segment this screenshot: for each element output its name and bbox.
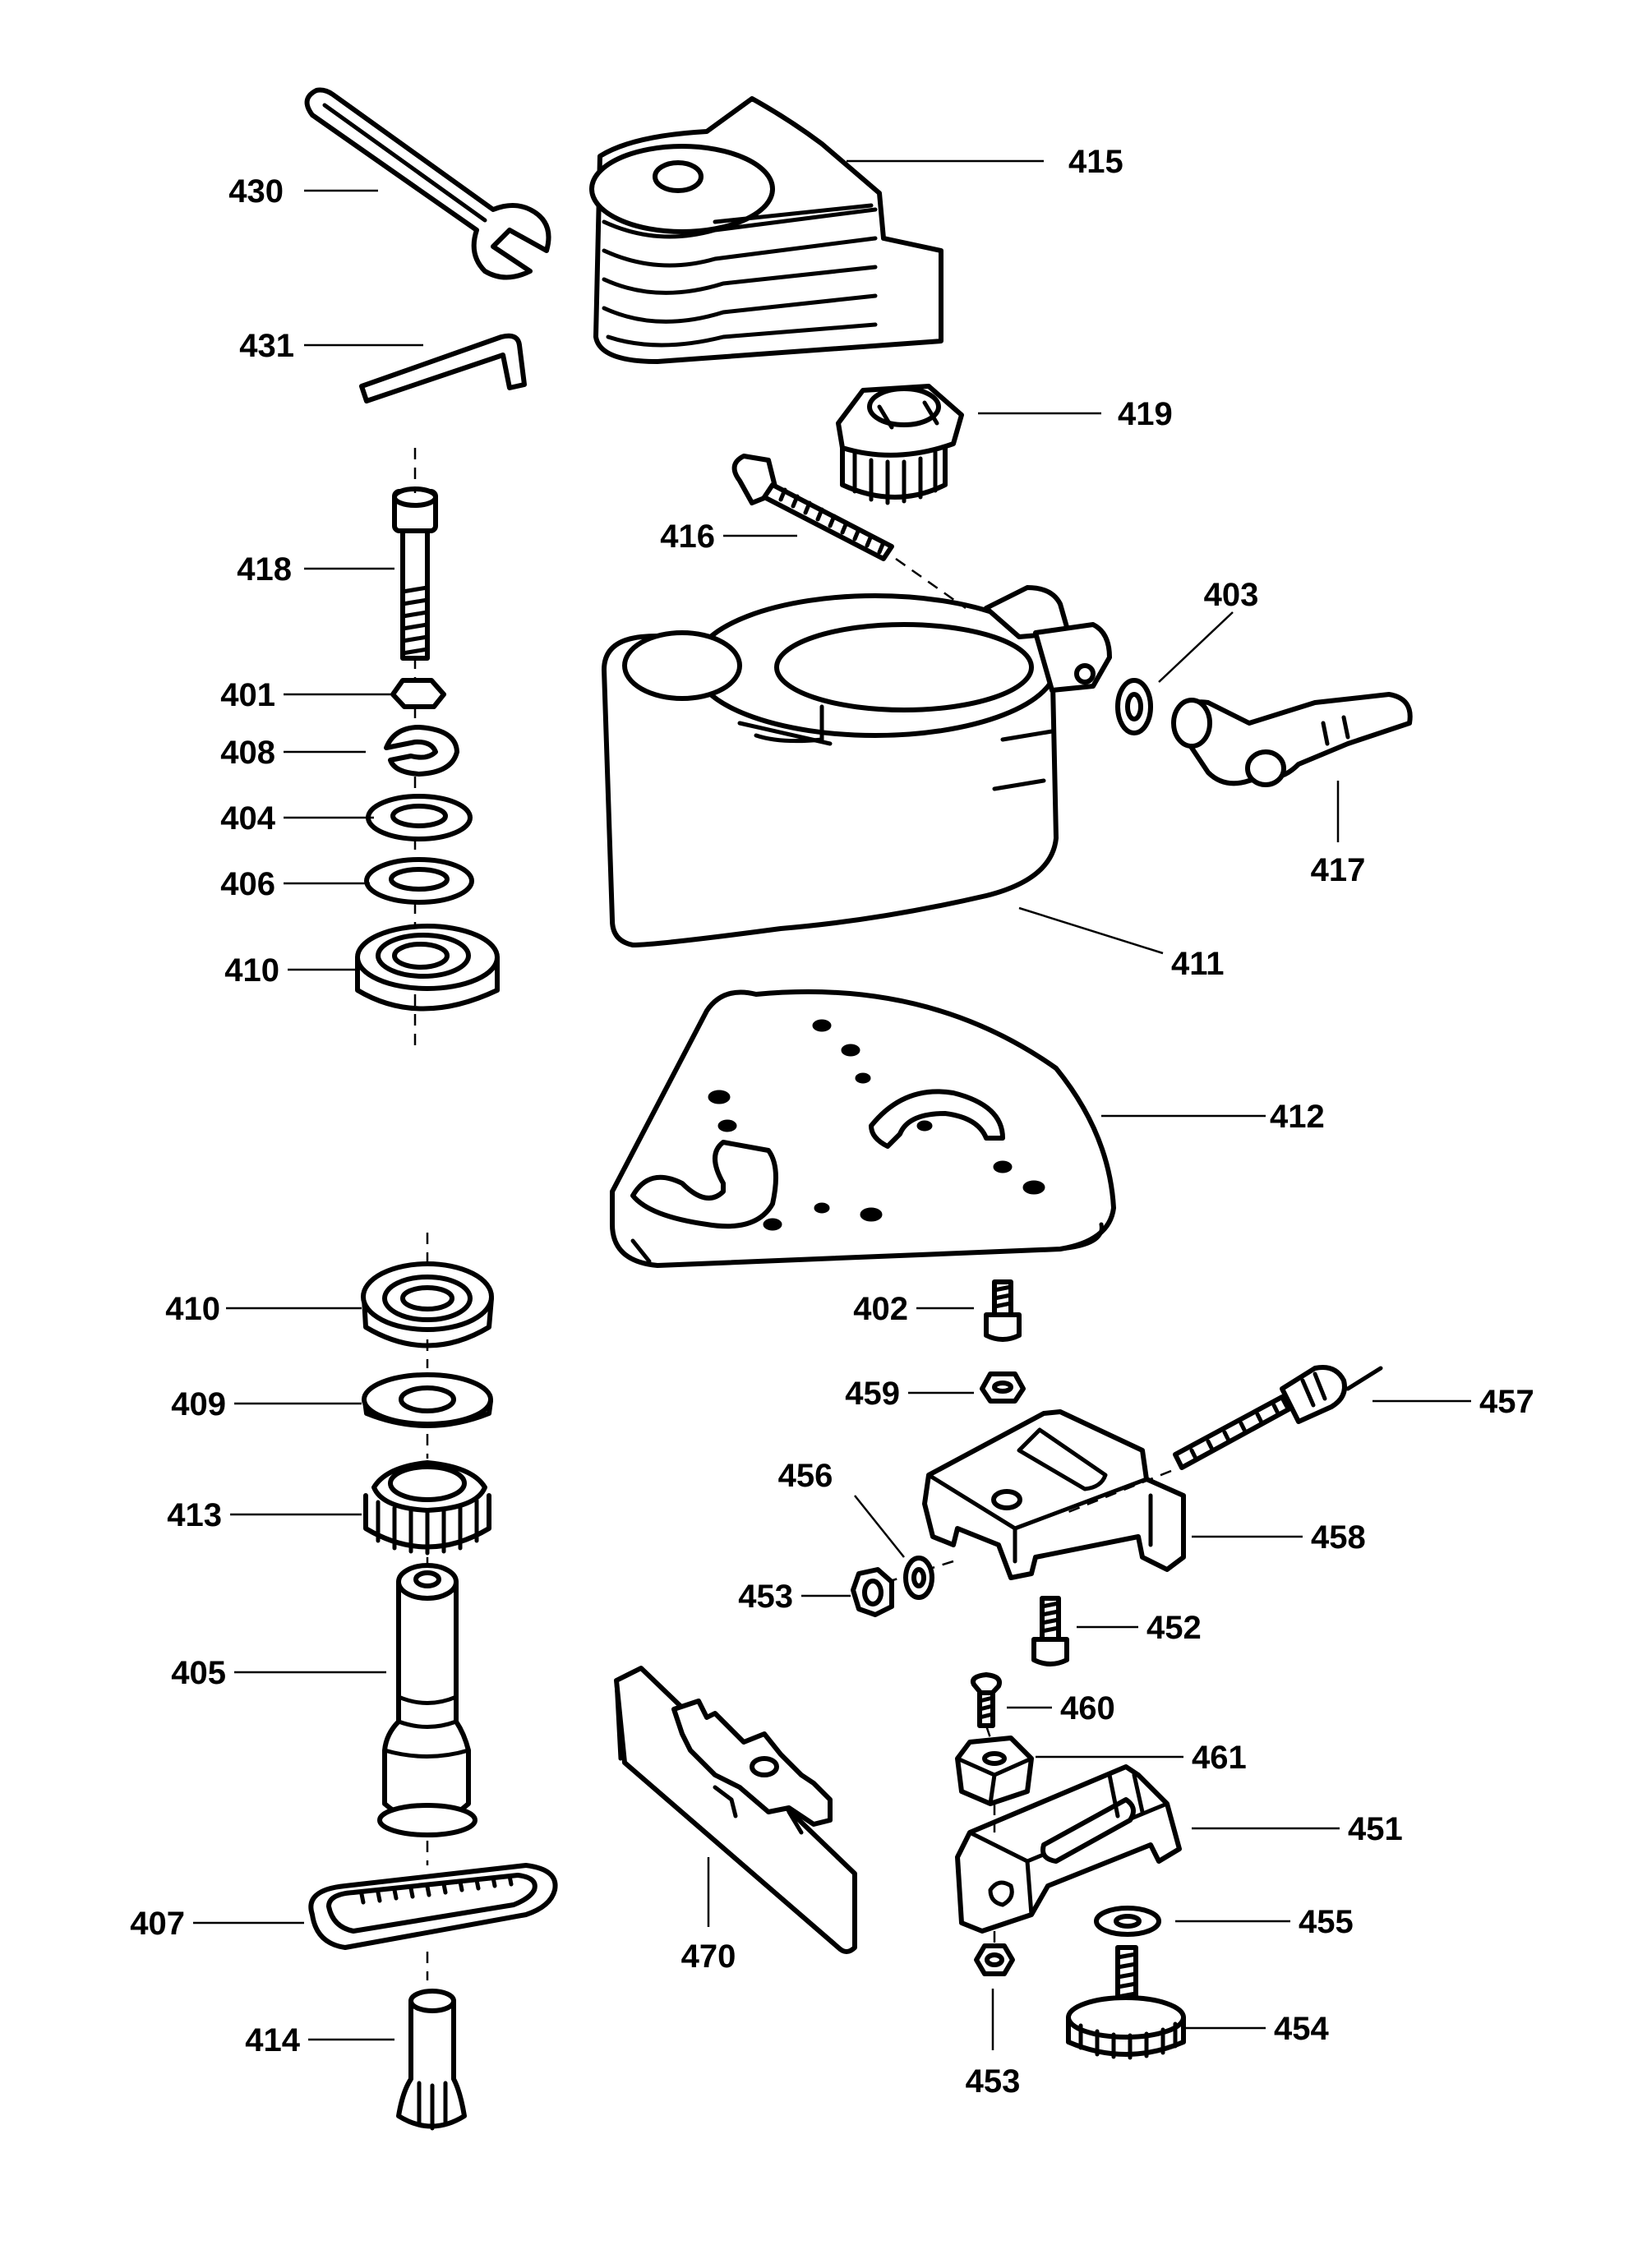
leader-line-c411 [1018, 906, 1164, 955]
callout-label-c411: 411 [1171, 946, 1225, 982]
callout-label-c430: 430 [228, 173, 284, 210]
callout-labels: 430 415 431 419 418 416 403 401 408 404 417 406 411 4… [130, 144, 1534, 2100]
leader-line-c456 [854, 1495, 905, 1558]
part-460-screw [971, 1672, 1002, 1728]
part-405-spindle [377, 1563, 477, 1837]
part-470-edge-guide [614, 1666, 857, 1954]
callout-label-c451: 451 [1348, 1811, 1403, 1847]
part-414-collet [396, 1989, 467, 2131]
callout-label-c457: 457 [1479, 1384, 1534, 1420]
callout-label-c406: 406 [220, 866, 275, 902]
callout-label-c401: 401 [220, 677, 275, 713]
callout-label-c470: 470 [681, 1938, 736, 1975]
callout-label-c454: 454 [1274, 2011, 1329, 2047]
callout-label-c415: 415 [1068, 144, 1123, 180]
part-413-gear [363, 1460, 491, 1556]
callout-label-c456: 456 [778, 1458, 833, 1494]
callout-label-c459: 459 [845, 1376, 900, 1412]
callout-label-c419: 419 [1118, 396, 1173, 432]
part-459-nut [980, 1371, 1026, 1404]
part-402-screw [984, 1279, 1022, 1342]
callout-label-c410b: 410 [165, 1291, 220, 1327]
callout-label-c413: 413 [167, 1497, 222, 1533]
part-455-washer [1094, 1906, 1161, 1937]
part-409-washer [362, 1372, 493, 1428]
callout-label-c453b: 453 [966, 2063, 1021, 2100]
part-411-housing [602, 585, 1112, 947]
axis-line-416 [895, 557, 967, 610]
part-430-wrench [304, 87, 551, 280]
part-415-cover [589, 96, 943, 364]
callout-label-c405: 405 [171, 1655, 226, 1691]
callout-label-c412: 412 [1270, 1099, 1325, 1135]
part-404-washer [366, 794, 473, 841]
callout-label-c431: 431 [239, 328, 294, 364]
part-457-adjust-screw [1173, 1365, 1383, 1470]
callout-label-c455: 455 [1299, 1904, 1354, 1940]
axis-line-guide [985, 1725, 996, 1952]
part-407-belt [308, 1863, 558, 1950]
callout-label-c418: 418 [237, 551, 292, 588]
leader-line-c403 [1158, 611, 1234, 683]
part-416-bolt [731, 454, 894, 561]
part-454-thumb-screw [1066, 1945, 1186, 2060]
callout-label-c417: 417 [1311, 852, 1366, 888]
part-418-screw [392, 486, 438, 661]
part-410-bearing-top [355, 924, 500, 1012]
callout-label-c453a: 453 [738, 1579, 793, 1615]
part-431-hex-key [359, 333, 527, 403]
part-410-bearing-bottom [361, 1261, 494, 1348]
part-451-guide [955, 1764, 1182, 1934]
callout-label-c410a: 410 [224, 952, 279, 989]
callout-label-c402: 402 [853, 1291, 908, 1327]
part-458-bracket [922, 1409, 1186, 1580]
callout-label-c452: 452 [1146, 1610, 1202, 1646]
part-452-screw [1031, 1596, 1069, 1666]
axis-line-slide [887, 1469, 1172, 1583]
part-401-nut [390, 678, 446, 709]
part-403-washer [1115, 678, 1153, 735]
part-453-nut-upper [851, 1567, 894, 1617]
callout-leaders [193, 159, 1471, 2050]
callout-label-c458: 458 [1311, 1519, 1366, 1556]
part-419-gear-nut [836, 384, 964, 505]
part-408-lock-washer [384, 725, 459, 777]
part-412-base-plate [610, 989, 1116, 1268]
part-456-washer [903, 1556, 934, 1600]
callout-label-c460: 460 [1060, 1690, 1115, 1726]
part-417-lever [1171, 692, 1413, 787]
callout-label-c407: 407 [130, 1906, 185, 1942]
part-461-clamp-nut [955, 1736, 1034, 1806]
callout-label-c404: 404 [220, 800, 275, 837]
part-406-washer [364, 857, 474, 905]
callout-label-c403: 403 [1204, 577, 1259, 613]
callout-label-c416: 416 [660, 519, 715, 555]
part-453-nut-lower [974, 1943, 1015, 1976]
callout-label-c414: 414 [245, 2022, 300, 2058]
callout-label-c409: 409 [171, 1386, 226, 1422]
callout-label-c461: 461 [1192, 1740, 1247, 1776]
callout-label-c408: 408 [220, 735, 275, 771]
